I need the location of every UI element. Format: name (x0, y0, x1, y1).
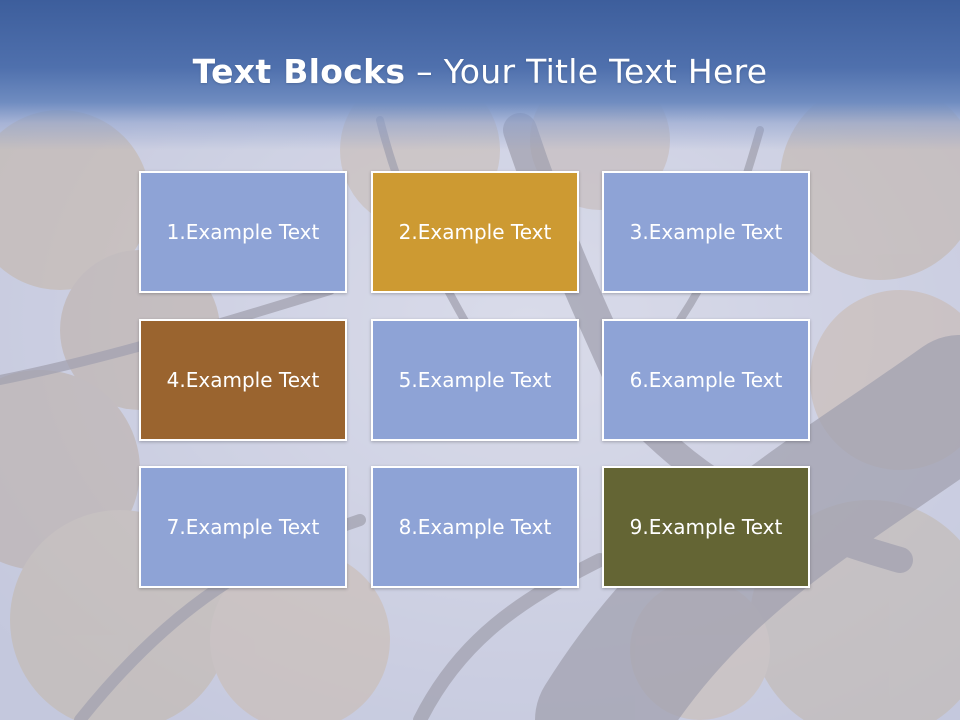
text-block-8-label: 8.Example Text (398, 515, 552, 539)
text-block-1-label: 1.Example Text (166, 220, 320, 244)
text-block-5: 5.Example Text (371, 319, 579, 441)
text-block-3-label: 3.Example Text (629, 220, 783, 244)
title-rest: Your Title Text Here (443, 52, 768, 91)
text-block-3: 3.Example Text (602, 171, 810, 293)
title-dash: – (405, 52, 444, 91)
title-band (0, 0, 960, 150)
text-block-6: 6.Example Text (602, 319, 810, 441)
text-block-4-label: 4.Example Text (166, 368, 320, 392)
text-block-9: 9.Example Text (602, 466, 810, 588)
title-bold-part: Text Blocks (192, 52, 406, 91)
text-block-9-label: 9.Example Text (629, 515, 783, 539)
text-block-2-label: 2.Example Text (398, 220, 552, 244)
text-block-7: 7.Example Text (139, 466, 347, 588)
text-block-8: 8.Example Text (371, 466, 579, 588)
text-block-4: 4.Example Text (139, 319, 347, 441)
slide-title: Text Blocks – Your Title Text Here (0, 52, 960, 91)
text-block-7-label: 7.Example Text (166, 515, 320, 539)
text-block-6-label: 6.Example Text (629, 368, 783, 392)
text-block-5-label: 5.Example Text (398, 368, 552, 392)
text-block-2: 2.Example Text (371, 171, 579, 293)
text-block-1: 1.Example Text (139, 171, 347, 293)
